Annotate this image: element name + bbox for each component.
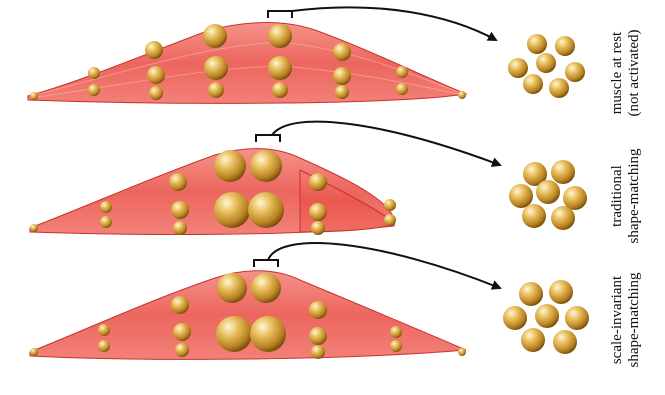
row-rest bbox=[28, 7, 585, 103]
label-scale-invariant-line1: scale-invariant bbox=[609, 255, 626, 385]
bracket-scale-invariant bbox=[254, 260, 278, 267]
label-scale-invariant: scale-invariant shape-matching bbox=[609, 255, 649, 385]
bracket-traditional bbox=[256, 135, 280, 142]
cross-section-rest bbox=[508, 34, 585, 98]
bracket-rest bbox=[268, 11, 292, 18]
label-scale-invariant-line2: shape-matching bbox=[626, 255, 643, 385]
label-traditional: traditional shape-matching bbox=[609, 131, 649, 261]
label-traditional-line2: shape-matching bbox=[626, 131, 643, 261]
label-rest: muscle at rest (not activated) bbox=[609, 8, 649, 138]
row-scale-invariant bbox=[30, 243, 589, 359]
label-rest-line2: (not activated) bbox=[626, 8, 643, 138]
cross-section-traditional bbox=[509, 160, 587, 230]
cross-section-scale-invariant bbox=[503, 280, 589, 354]
row-traditional bbox=[30, 122, 587, 235]
label-rest-line1: muscle at rest bbox=[609, 8, 626, 138]
label-traditional-line1: traditional bbox=[609, 131, 626, 261]
arrow-traditional bbox=[272, 122, 500, 165]
